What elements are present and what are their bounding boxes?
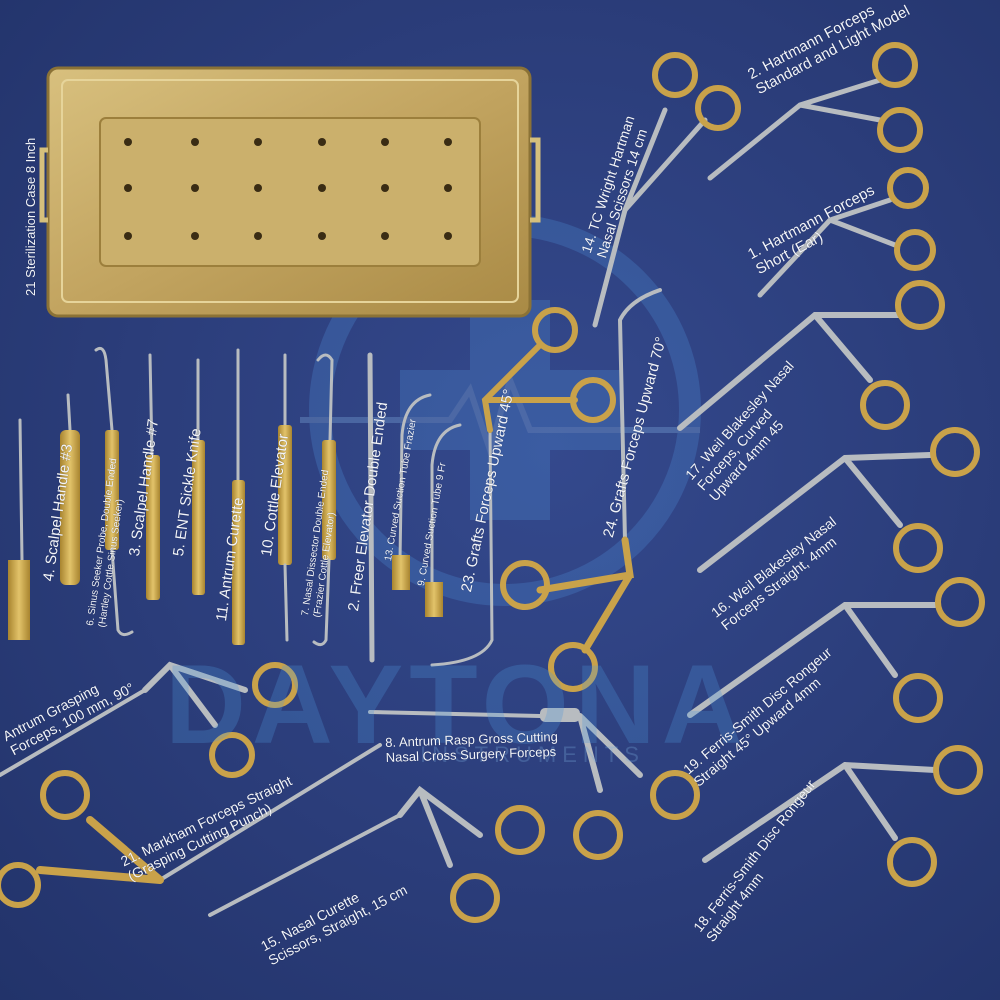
sterilization-tray [39, 66, 541, 318]
ring-handle-forceps [0, 42, 985, 923]
tray-label: 21 Sterilization Case 8 Inch [23, 137, 38, 296]
straight-instruments [0, 207, 662, 917]
watermark-subtitle: INSTRUMENTS [420, 742, 645, 767]
watermark-brand: DAYTONA [165, 642, 749, 767]
